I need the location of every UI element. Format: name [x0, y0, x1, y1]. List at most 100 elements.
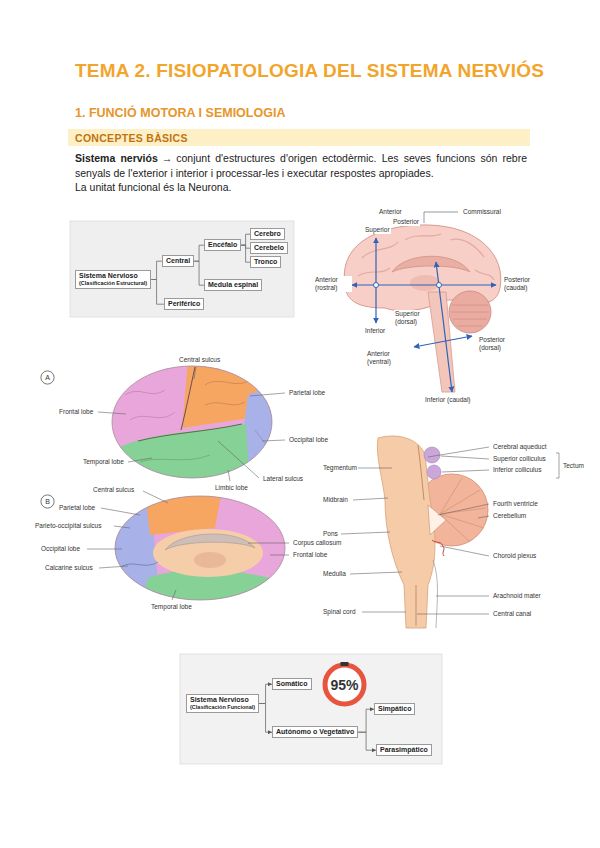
page-title: TEMA 2. FISIOPATOLOGIA DEL SISTEMA NERVI…	[75, 60, 544, 82]
part-label: Parietal lobe	[288, 389, 326, 397]
leader-line	[87, 367, 559, 614]
leader-line	[556, 453, 559, 478]
part-label: Cerebral aqueduct	[492, 443, 547, 451]
leader-line	[353, 498, 388, 500]
node-text: B	[45, 498, 50, 505]
circle-ring	[41, 371, 54, 384]
direction-label: Superior (dorsal)	[394, 310, 430, 326]
sagittal-brain	[451, 305, 489, 326]
brainstem-figure	[432, 540, 444, 556]
part-label: Central canal	[492, 610, 532, 618]
functional-panel	[180, 654, 442, 764]
figure-marker: B	[40, 494, 55, 509]
sagittal-brain	[392, 256, 470, 272]
root-box: Sistema Nervioso(Clasificación Funcional…	[186, 694, 259, 713]
part-label: Occipital lobe	[40, 545, 81, 553]
direction-label: Anterior (rostral)	[314, 276, 352, 292]
direction-label: Posterior (caudal)	[503, 276, 545, 292]
category-box: Somático	[272, 678, 312, 690]
sagittal-brain	[414, 336, 472, 347]
direction-label: Inferior (caudal)	[424, 396, 472, 404]
part-label: Parietal lobe	[58, 504, 96, 512]
structural-panel	[70, 221, 294, 317]
bracket-connector	[194, 261, 204, 285]
paragraph: Sistema nerviós→conjunt d'estructures d'…	[75, 151, 527, 181]
leader-line	[350, 572, 402, 574]
node-text: Sistema Nervioso	[79, 272, 147, 280]
leader-line	[114, 526, 130, 528]
direction-label: Posterior	[392, 218, 420, 226]
leader-line	[143, 491, 168, 503]
part-label: Frontal lobe	[58, 408, 94, 416]
part-label: Central sulcus	[92, 486, 135, 494]
brainstem-figure	[433, 560, 438, 628]
bracket-connector	[358, 709, 374, 732]
leader-line	[270, 555, 289, 556]
leader-line	[440, 546, 489, 556]
brainstem-figure	[416, 585, 417, 626]
node-text: 95%	[330, 677, 358, 693]
part-label: Calcarine sulcus	[44, 564, 94, 572]
part-label: Central sulcus	[178, 356, 221, 364]
leader-line	[341, 532, 390, 534]
direction-label: Inferior	[364, 327, 386, 335]
part-label: Fourth ventricle	[492, 500, 539, 508]
part-label: Cerebellum	[492, 512, 527, 520]
lateral-brain	[112, 366, 272, 478]
part-label: Occipital lobe	[288, 436, 329, 444]
bracket-connector	[194, 245, 204, 261]
leader-line	[194, 367, 196, 379]
part-label: Spinal cord	[322, 608, 357, 616]
node-text: A	[45, 374, 50, 381]
leaf-box: Medula espinal	[204, 279, 262, 291]
section-band	[68, 129, 530, 146]
lateral-brain	[125, 380, 272, 462]
leader-line	[248, 543, 289, 544]
section-heading: 1. FUNCIÓ MOTORA I SEMIOLOGIA	[75, 106, 285, 120]
bracket-connector	[358, 732, 376, 750]
bracket-connector	[259, 703, 272, 732]
lateral-brain	[181, 367, 195, 430]
brainstem-figure	[427, 465, 441, 479]
bracket-connector	[241, 234, 250, 245]
node-text: Cerebro	[254, 230, 281, 238]
part-label: Medulla	[322, 570, 347, 578]
direction-label: Anterior	[378, 208, 403, 216]
node-text: Sistema Nervioso	[190, 696, 255, 704]
sagittal-brain	[358, 234, 494, 280]
part-label: Arachnoid mater	[492, 592, 542, 600]
category-box: Central	[162, 255, 194, 267]
sagittal-brain	[436, 262, 452, 392]
lateral-brain	[138, 424, 242, 441]
leader-line	[228, 470, 230, 481]
leader-line	[436, 596, 489, 597]
subsection-heading: CONCEPTES BÀSICS	[75, 132, 188, 144]
bracket-connector	[151, 261, 162, 279]
functional-panel	[180, 654, 442, 764]
part-label: Corpus callosum	[292, 539, 342, 547]
medial-brain	[115, 496, 285, 600]
arrow-symbol: →	[162, 152, 173, 164]
part-label: Pons	[322, 530, 339, 538]
sagittal-brain	[437, 283, 442, 288]
section-band	[68, 129, 530, 146]
node-text: Parasimpático	[380, 746, 428, 754]
bracket-connector	[259, 684, 272, 703]
part-label: Superior colliculus	[492, 455, 547, 463]
leader-line	[99, 566, 128, 568]
sagittal-brain	[374, 283, 379, 288]
leader-line	[218, 441, 259, 478]
circle-tab	[341, 662, 349, 666]
direction-label: Anterior (ventral)	[366, 350, 410, 366]
leaf-box: Tronco	[250, 256, 281, 268]
part-label: Choroid plexus	[492, 552, 537, 560]
node-text: Encéfalo	[208, 241, 237, 249]
medial-brain	[194, 552, 226, 568]
category-box: Encéfalo	[204, 239, 241, 251]
leader-line	[128, 458, 152, 462]
part-label: Parieto-occipital sulcus	[34, 522, 102, 530]
part-label: Temporal lobe	[150, 603, 193, 611]
part-label: Midbrain	[322, 496, 349, 504]
